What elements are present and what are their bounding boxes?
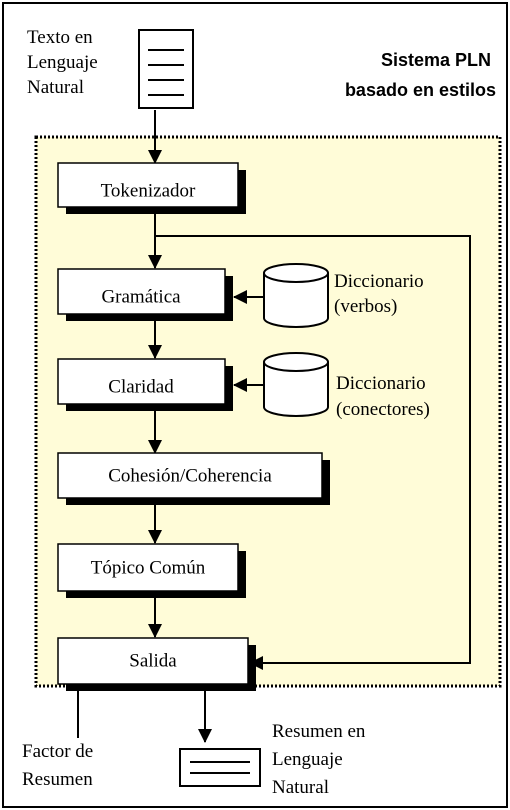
module-cohesion: Cohesión/Coherencia — [57, 452, 330, 505]
module-topico: Tópico Común — [57, 543, 246, 598]
module-gramatica-label: Gramática — [101, 286, 181, 307]
module-tokenizador: Tokenizador — [57, 162, 246, 214]
dictionary-verbos-label: Diccionario (verbos) — [334, 271, 428, 317]
output-document-icon — [179, 748, 261, 787]
factor-label: Factor de Resumen — [22, 741, 98, 790]
module-gramatica: Gramática — [57, 268, 233, 321]
flow-arrows — [71, 110, 471, 743]
dictionary-verbos-icon — [263, 263, 329, 328]
dictionary-conectores-icon — [263, 352, 329, 417]
module-salida: Salida — [57, 637, 256, 691]
bypass-loop — [155, 235, 471, 670]
output-label: Resumen en Lenguaje Natural — [272, 721, 370, 798]
system-title: Sistema PLN basado en estilos — [345, 50, 496, 100]
input-label: Texto en Lenguaje Natural — [27, 27, 102, 98]
module-salida-label: Salida — [129, 650, 177, 671]
input-document-icon — [138, 29, 194, 109]
module-cohesion-label: Cohesión/Coherencia — [108, 465, 272, 486]
module-claridad: Claridad — [57, 358, 233, 411]
dictionary-conectores-label: Diccionario (conectores) — [336, 373, 430, 420]
module-claridad-label: Claridad — [108, 376, 174, 397]
module-tokenizador-label: Tokenizador — [101, 180, 196, 201]
module-topico-label: Tópico Común — [91, 557, 206, 578]
